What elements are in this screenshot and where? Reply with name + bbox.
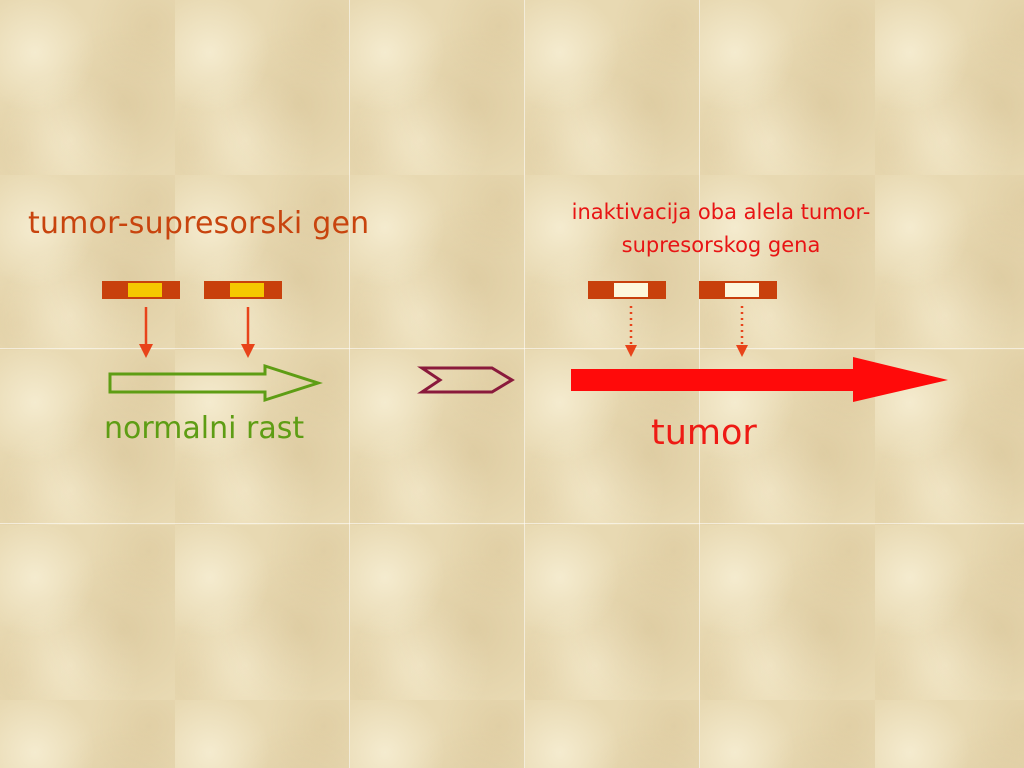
inactivated-allele-2 bbox=[699, 281, 777, 299]
normal-allele-1 bbox=[102, 281, 180, 299]
background-grid-line bbox=[0, 523, 1024, 524]
dotted-arrow-allele-1-head bbox=[625, 345, 637, 357]
allele-inactivation-label: inaktivacija oba alela tumor-supresorsko… bbox=[571, 200, 871, 257]
tumor-arrow bbox=[571, 357, 948, 402]
normal-growth-arrow bbox=[108, 363, 323, 403]
down-arrow-allele-1-head bbox=[139, 344, 153, 358]
background-grid-line bbox=[0, 348, 1024, 349]
inactivated-allele-1 bbox=[588, 281, 666, 299]
tumor-label: tumor bbox=[651, 413, 757, 453]
dotted-arrow-allele-2-head bbox=[736, 345, 748, 357]
tumor-suppressor-gene-label: tumor-supresorski gen bbox=[28, 206, 370, 241]
down-arrow-allele-2-head bbox=[241, 344, 255, 358]
chevron-arrow bbox=[417, 366, 515, 394]
background-grid-line bbox=[349, 0, 350, 768]
normal-allele-2 bbox=[204, 281, 282, 299]
background-grid-line bbox=[524, 0, 525, 768]
normal-growth-label: normalni rast bbox=[104, 411, 305, 446]
